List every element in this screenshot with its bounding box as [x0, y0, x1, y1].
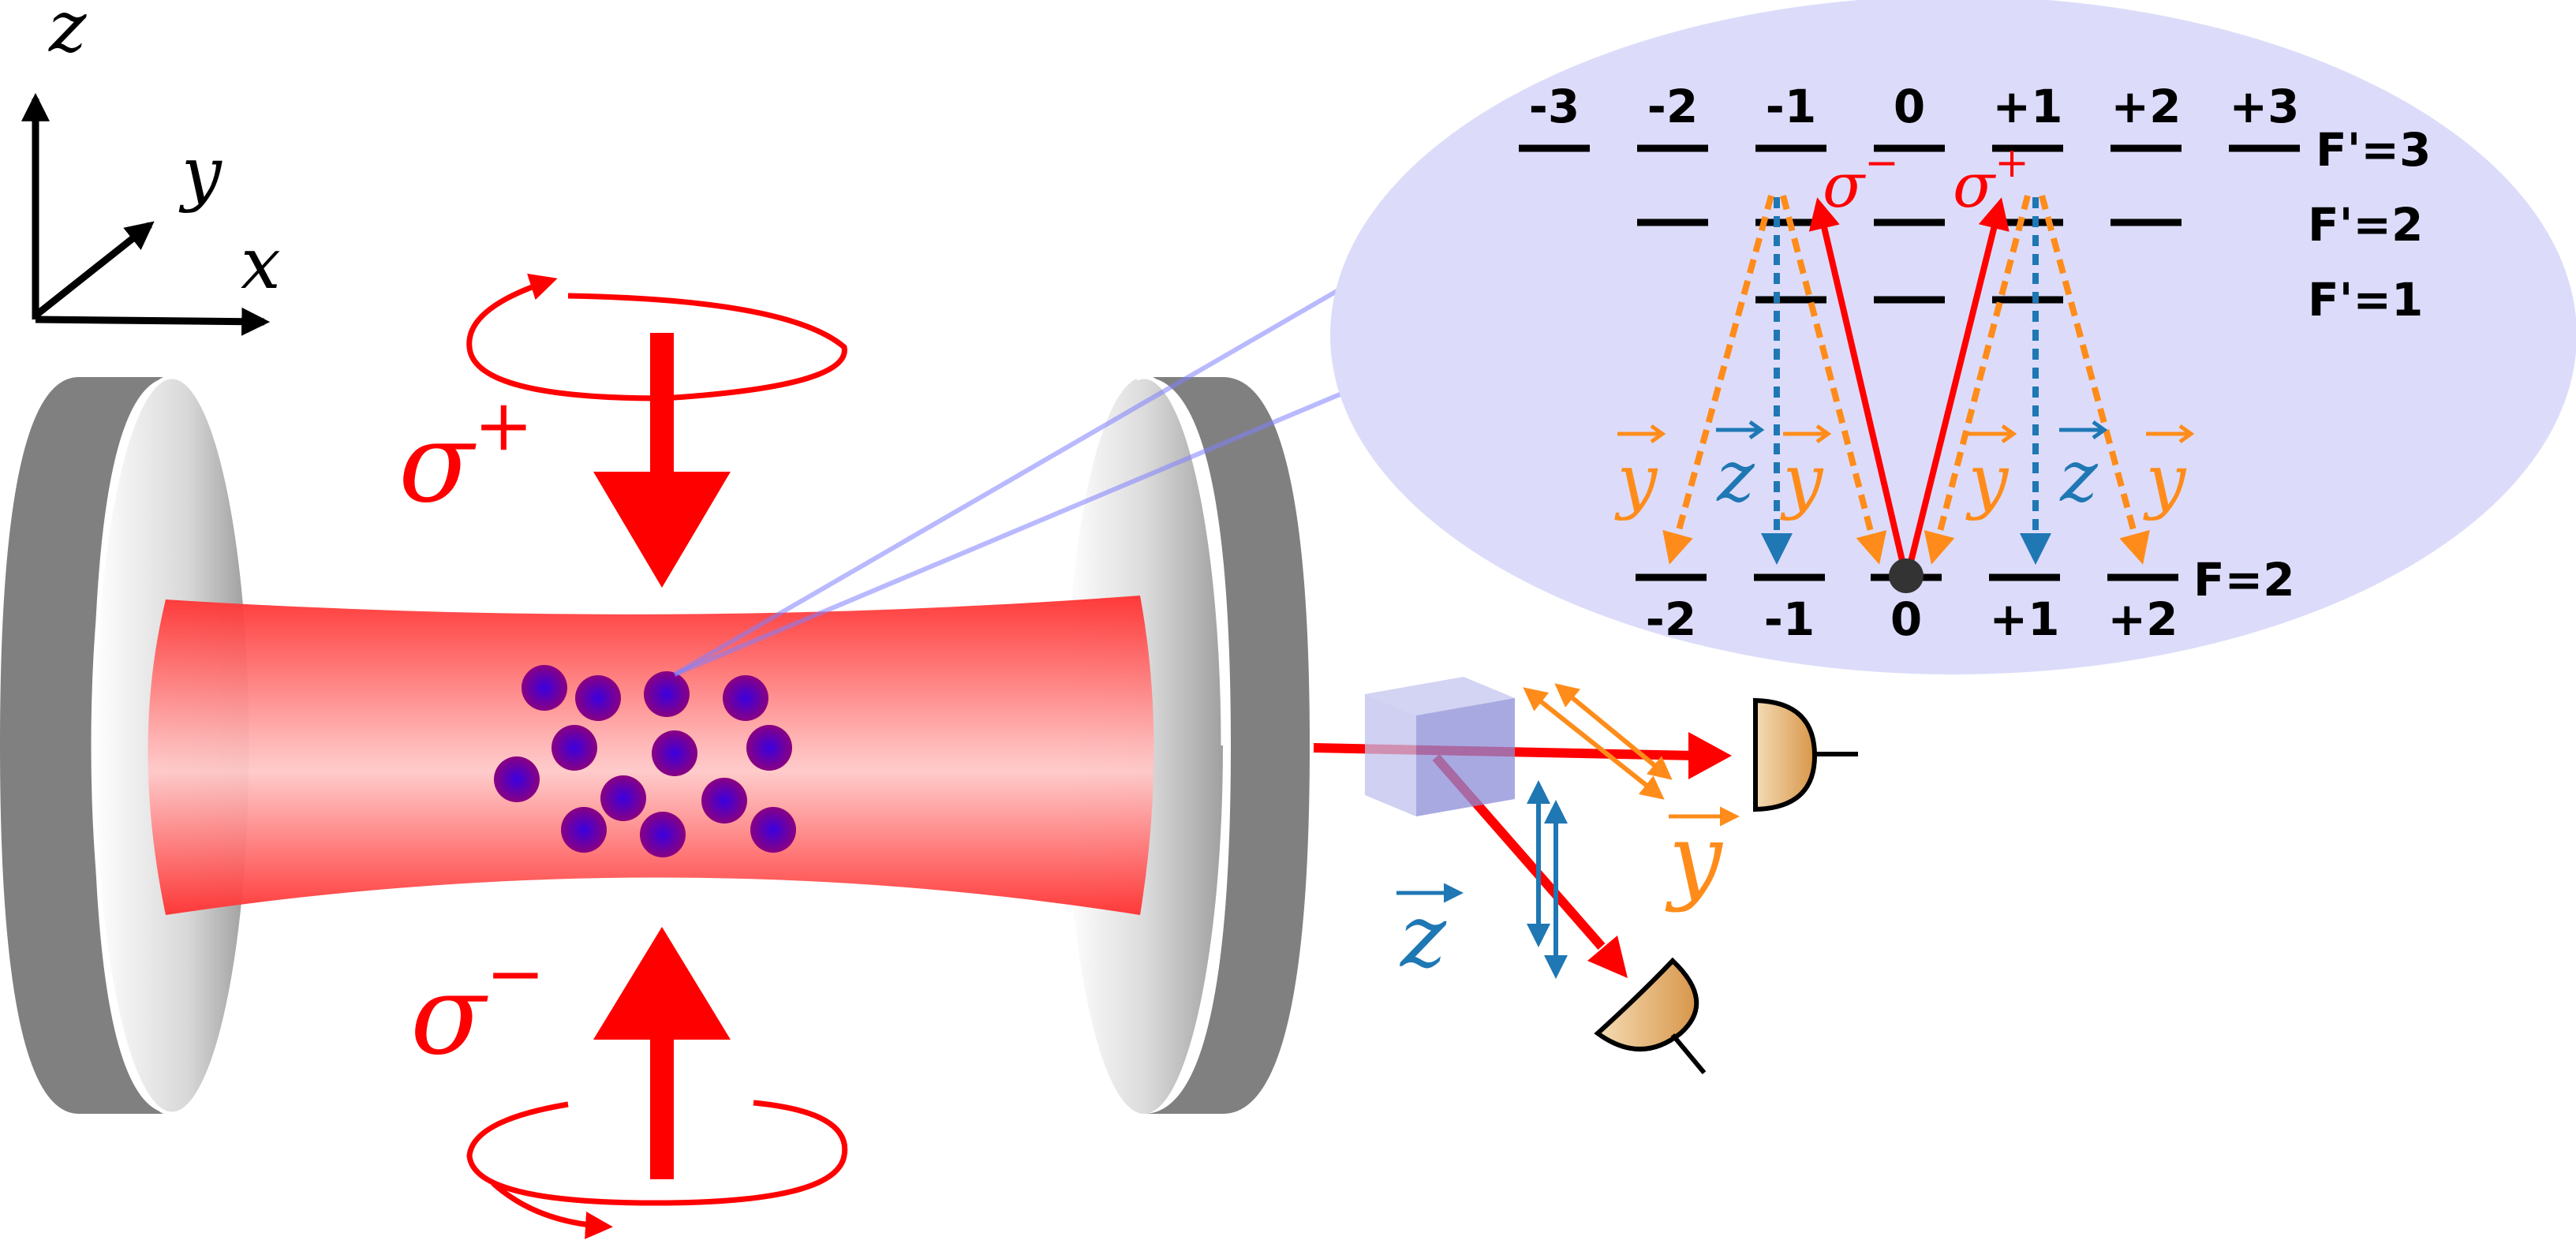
y-axis	[33, 221, 155, 319]
excited-mf-label: +2	[2111, 80, 2182, 133]
level-diagram: -3 -2 -1 0 +1 +2 +3 F'=3 F'=2 F'=1 F=2 -2 -1 0 +1…	[1330, 0, 2576, 674]
excited-mf-label: -3	[1529, 80, 1580, 133]
detection-setup: y z	[1313, 677, 1858, 1074]
sigma-plus-transition-label: σ+	[1953, 140, 2029, 222]
polarization-label: y	[1780, 424, 1832, 522]
detector-z	[1594, 957, 1707, 1074]
polarization-label: y	[2143, 424, 2195, 522]
svg-text:y: y	[2143, 439, 2187, 522]
svg-text:z: z	[1716, 435, 1755, 518]
atom	[551, 725, 597, 771]
cavity-mode-beam	[148, 596, 1154, 915]
svg-text:y: y	[1665, 805, 1724, 914]
blue-dashed-transitions	[1761, 197, 2051, 565]
polarization-label: z	[1716, 420, 1765, 518]
sigma-plus-beam: σ+	[398, 273, 847, 588]
atom	[723, 675, 768, 721]
ground-mf-label: -2	[1646, 592, 1696, 646]
sigma-minus-label: σ−	[410, 932, 545, 1080]
level-label-F1: F'=1	[2308, 273, 2423, 327]
z-detection-label: z	[1396, 883, 1464, 987]
top-circular-polarization-arrow	[466, 273, 847, 402]
y-detection-label: y	[1665, 805, 1740, 914]
atom	[575, 675, 621, 721]
ground-state-population-dot	[1889, 558, 1924, 593]
excited-mf-labels: -3 -2 -1 0 +1 +2 +3	[1529, 80, 2300, 133]
ground-mf-label: -1	[1764, 592, 1815, 646]
zoom-indicator	[673, 282, 1351, 677]
level-diagram-bubble	[1330, 0, 2576, 674]
atom	[701, 778, 747, 824]
svg-text:y: y	[1965, 439, 2010, 522]
red-drive-transitions	[1808, 197, 2010, 575]
atom	[652, 730, 697, 776]
z-polarization-arrows	[1527, 780, 1568, 979]
orange-dashed-transitions	[1662, 194, 2150, 565]
sigma-minus-transition-label: σ−	[1823, 140, 1899, 222]
svg-text:z: z	[2059, 435, 2098, 518]
ground-mf-label: +1	[1990, 592, 2060, 646]
svg-text:y: y	[1780, 439, 1824, 522]
excited-mf-label: -2	[1647, 80, 1698, 133]
excited-mf-label: 0	[1894, 80, 1925, 133]
level-label-F2: F'=2	[2308, 198, 2423, 252]
sigma-plus-label: σ+	[398, 384, 533, 528]
excited-mf-label: +3	[2230, 80, 2300, 133]
atom	[494, 756, 540, 802]
polarization-label: y	[1965, 424, 2017, 522]
y-axis-label: y	[178, 132, 222, 215]
atom-cloud	[494, 665, 796, 857]
bottom-circular-polarization-arrow	[466, 1100, 848, 1227]
polarizing-beam-splitter	[1365, 677, 1515, 816]
atom	[640, 812, 686, 857]
sigma-minus-beam: σ−	[410, 927, 848, 1227]
excited-mf-label: +1	[1993, 80, 2063, 133]
svg-text:y: y	[1614, 439, 1658, 522]
atom	[522, 665, 567, 711]
level-label-ground: F=2	[2193, 553, 2295, 607]
level-label-F3: F'=3	[2316, 123, 2431, 177]
polarization-label: z	[2059, 420, 2108, 518]
y-polarization-arrows	[1523, 683, 1673, 800]
atom	[746, 725, 792, 771]
svg-text:z: z	[1399, 886, 1447, 987]
x-axis-label: x	[241, 222, 281, 305]
x-axis	[35, 307, 271, 336]
atom	[750, 807, 796, 853]
ground-mf-label: 0	[1890, 592, 1922, 646]
excited-mf-label: -1	[1766, 80, 1816, 133]
z-axis-label: z	[48, 0, 87, 69]
atom	[561, 807, 607, 853]
atom	[644, 671, 690, 717]
ground-mf-label: +2	[2108, 592, 2178, 646]
detector-y	[1753, 697, 1858, 812]
ground-mf-labels: -2 -1 0 +1 +2	[1646, 592, 2178, 646]
coordinate-axes: z y x	[21, 0, 281, 336]
atom	[600, 775, 646, 821]
polarization-label: y	[1614, 424, 1666, 522]
